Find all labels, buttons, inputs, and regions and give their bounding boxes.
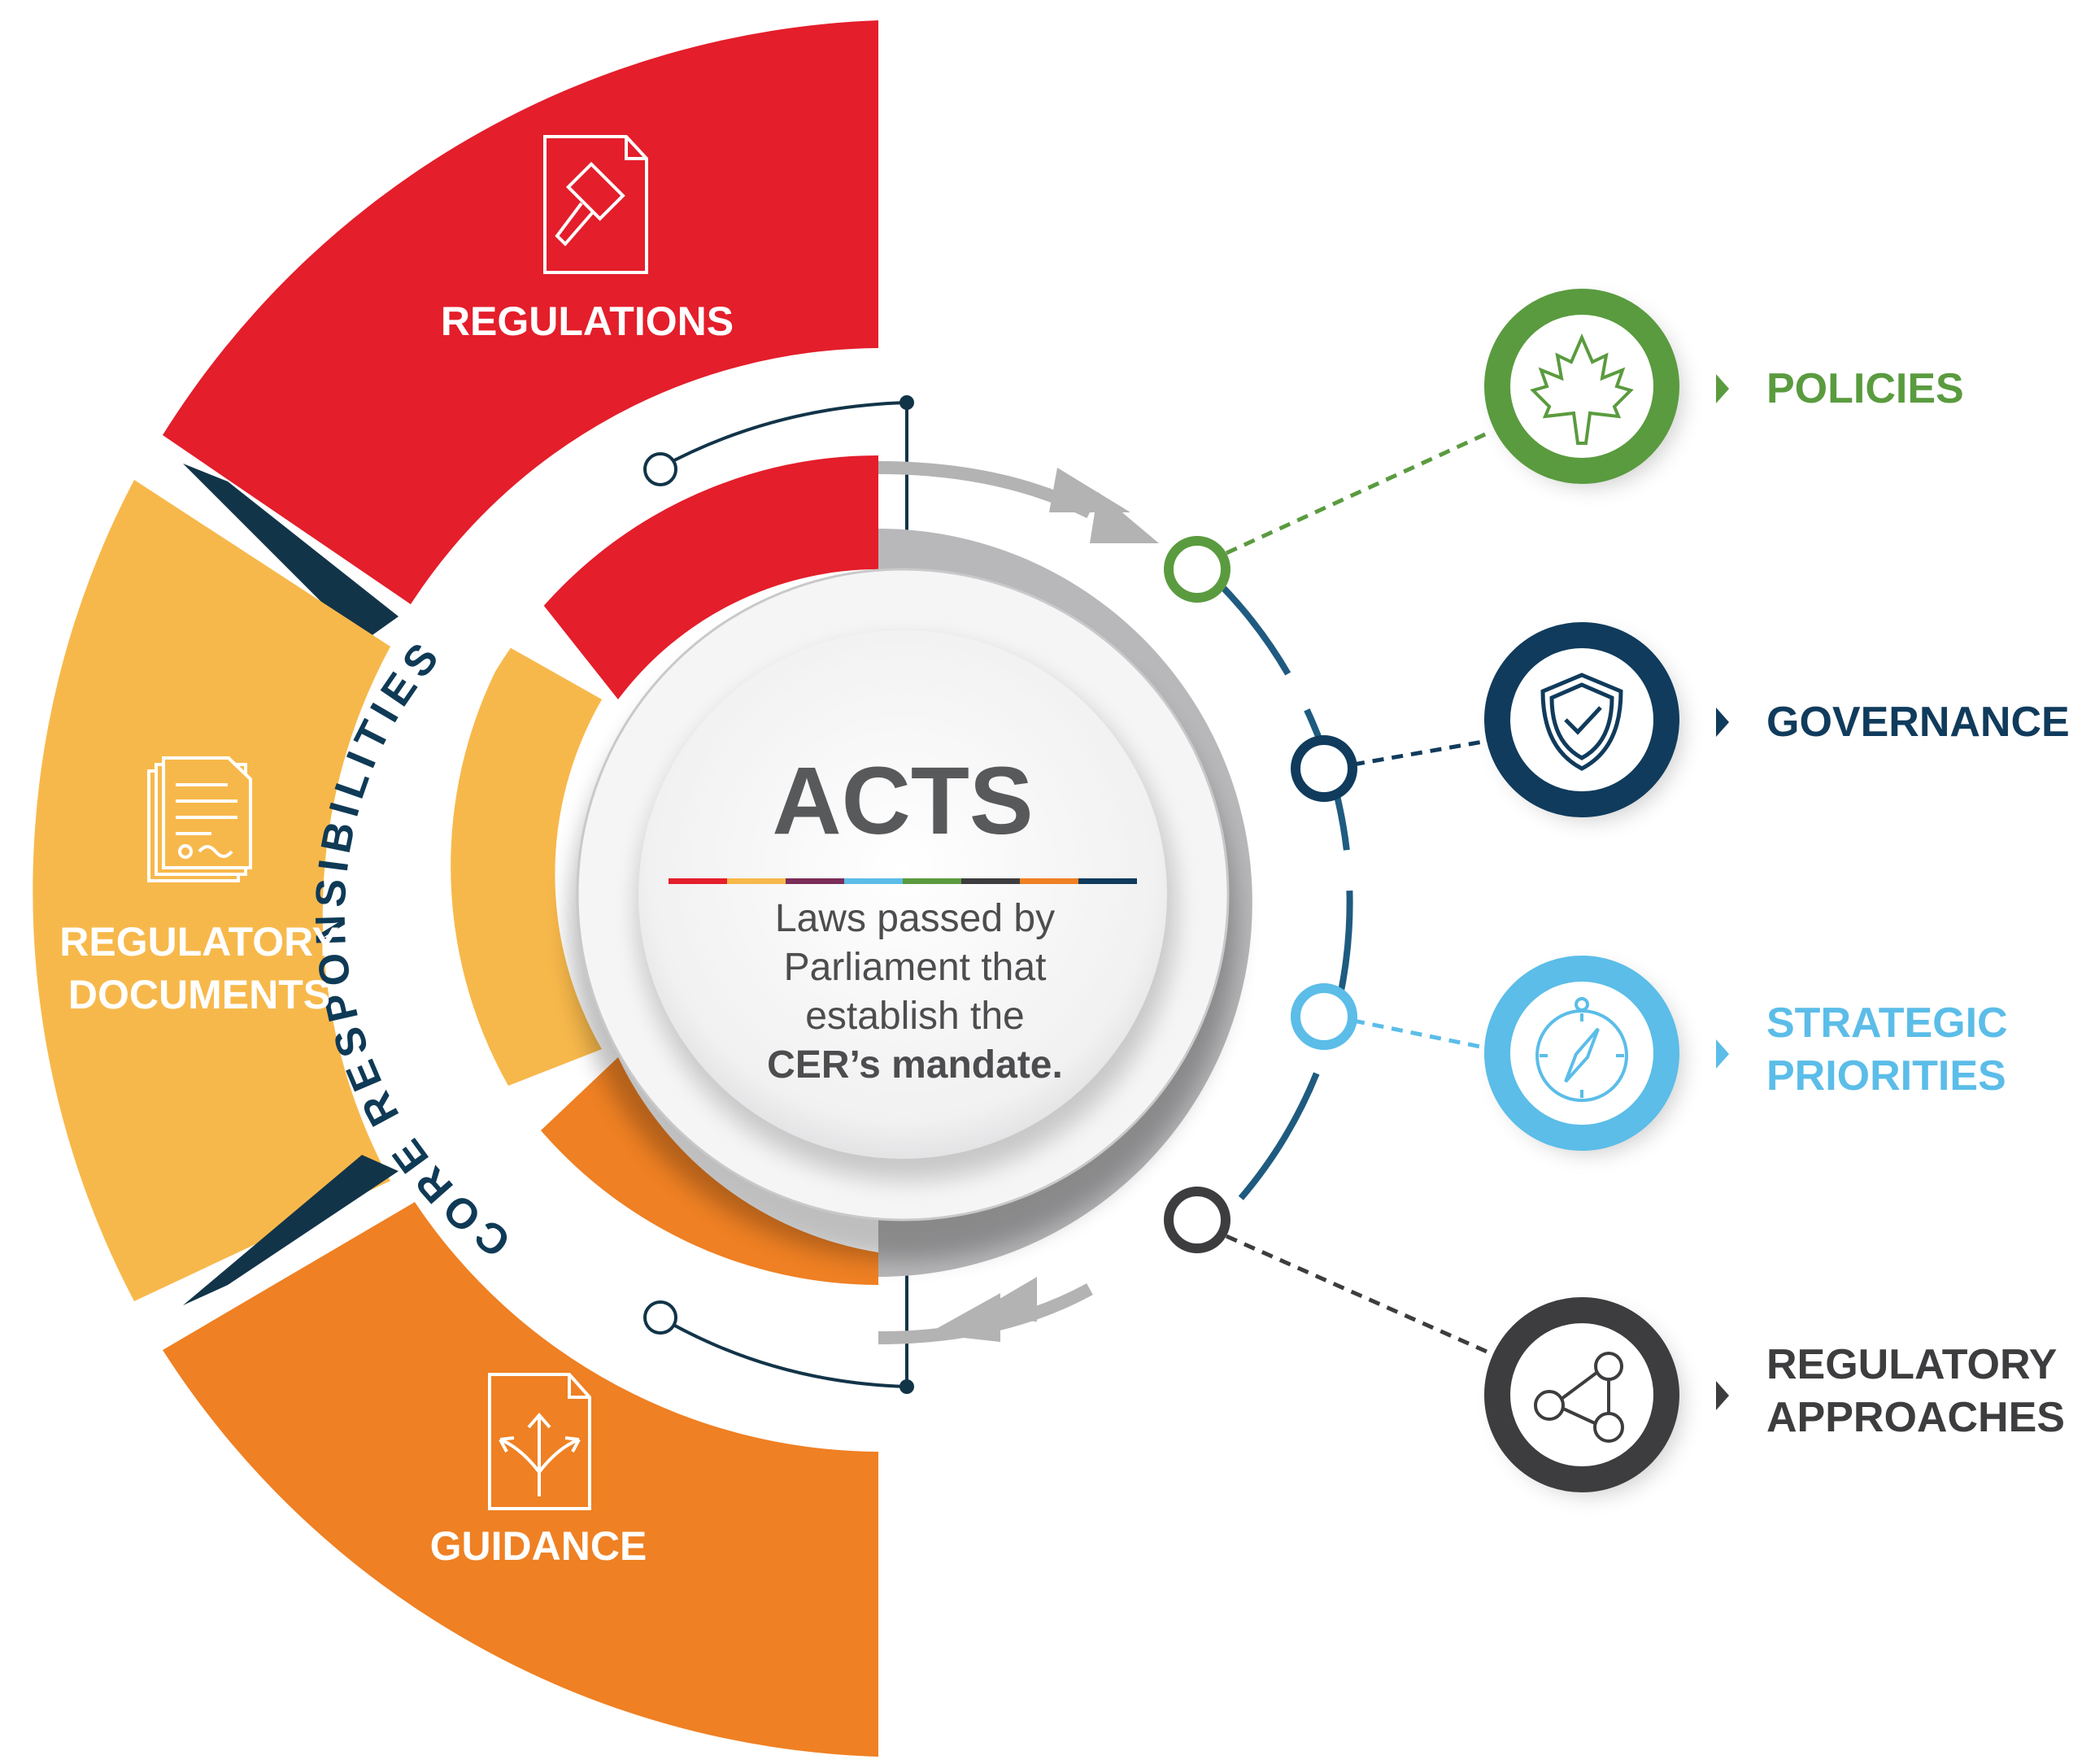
lower-connector-line (659, 1316, 908, 1388)
approaches-track-dot (1164, 1187, 1230, 1253)
upper-arrowhead-1 (1049, 468, 1130, 512)
regulations-label-group: REGULATIONS (441, 135, 734, 344)
guidance-label-group: GUIDANCE (430, 1373, 647, 1569)
ring-connectors (659, 400, 908, 1388)
upper-connector-dot (643, 452, 677, 486)
lower-arrowhead-1 (927, 1293, 1000, 1342)
ring-band (333, 358, 1423, 1448)
shield-check-icon (1540, 673, 1623, 771)
strategic-priorities-item[interactable]: STRATEGIC PRIORITIES (1484, 956, 2008, 1152)
maple-leaf-icon (1530, 333, 1634, 445)
flow-arrows (878, 461, 1159, 1344)
regulatory-documents-label-group: REGULATORY DOCUMENTS (59, 756, 339, 1017)
policies-dashed-line (1225, 429, 1494, 555)
policies-ring (1484, 289, 1679, 484)
inner-regulatory-documents (451, 647, 602, 1086)
strategic-dashed-line (1352, 1018, 1493, 1052)
regulatory-documents-segment[interactable] (33, 480, 391, 1301)
approaches-dashed-line (1225, 1234, 1494, 1357)
governance-item[interactable]: GOVERNANCE (1484, 622, 2070, 819)
lower-arrowhead-2 (968, 1277, 1037, 1322)
regulations-label: REGULATIONS (441, 298, 734, 344)
strategic-track-dot (1291, 983, 1357, 1050)
center-line-1: Laws passed by (775, 897, 1055, 940)
outer-segments (33, 20, 878, 1757)
regulatory-documents-label-1: REGULATORY (59, 919, 339, 965)
guidance-segment[interactable] (163, 1202, 878, 1757)
connector-lower (183, 1155, 399, 1305)
branching-arrows-document-icon (488, 1373, 591, 1510)
lower-connector-dot (643, 1300, 677, 1335)
inner-regulations (541, 455, 878, 699)
connector-upper (183, 464, 399, 642)
lower-connector-end (899, 1379, 914, 1394)
governance-pointer-icon (1716, 708, 1729, 737)
governance-dashed-line (1352, 738, 1493, 767)
guidance-label: GUIDANCE (430, 1523, 647, 1569)
strategic-ring (1484, 956, 1679, 1151)
approaches-ring (1484, 1297, 1679, 1492)
governance-label: GOVERNANCE (1766, 699, 2070, 746)
regulatory-approaches-item[interactable]: REGULATORY APPROACHES (1484, 1297, 2065, 1494)
upper-arrowhead-2 (1090, 492, 1159, 543)
regulatory-documents-label-2: DOCUMENTS (68, 972, 330, 1017)
approaches-label-1: REGULATORY (1766, 1341, 2057, 1388)
strategic-pointer-icon (1716, 1039, 1729, 1069)
policies-item[interactable]: POLICIES (1484, 289, 1964, 486)
strategic-label-2: PRIORITIES (1766, 1052, 2006, 1100)
center-line-4: CER’s mandate. (767, 1043, 1063, 1087)
center-line-2: Parliament that (784, 946, 1047, 989)
right-track (1193, 559, 1353, 1247)
governance-track-dot (1291, 735, 1357, 802)
policies-track-dot (1164, 536, 1230, 603)
gavel-document-icon (543, 135, 648, 274)
compass-icon (1535, 997, 1628, 1102)
approaches-label-2: APPROACHES (1766, 1394, 2065, 1441)
upper-connector-line (660, 400, 908, 1383)
policies-pointer-icon (1716, 374, 1729, 403)
center-title: ACTS (772, 747, 1033, 855)
center-line-3: establish the (805, 995, 1025, 1038)
document-stack-icon (147, 756, 252, 882)
approaches-pointer-icon (1716, 1381, 1729, 1410)
upper-connector-end (899, 395, 914, 410)
governance-ring (1484, 622, 1679, 817)
strategic-label-1: STRATEGIC (1766, 1000, 2008, 1047)
color-bar (669, 878, 1137, 884)
policies-label: POLICIES (1766, 365, 1964, 412)
center-disc (638, 630, 1167, 1159)
network-nodes-icon (1534, 1352, 1624, 1443)
regulations-segment[interactable] (163, 20, 878, 604)
